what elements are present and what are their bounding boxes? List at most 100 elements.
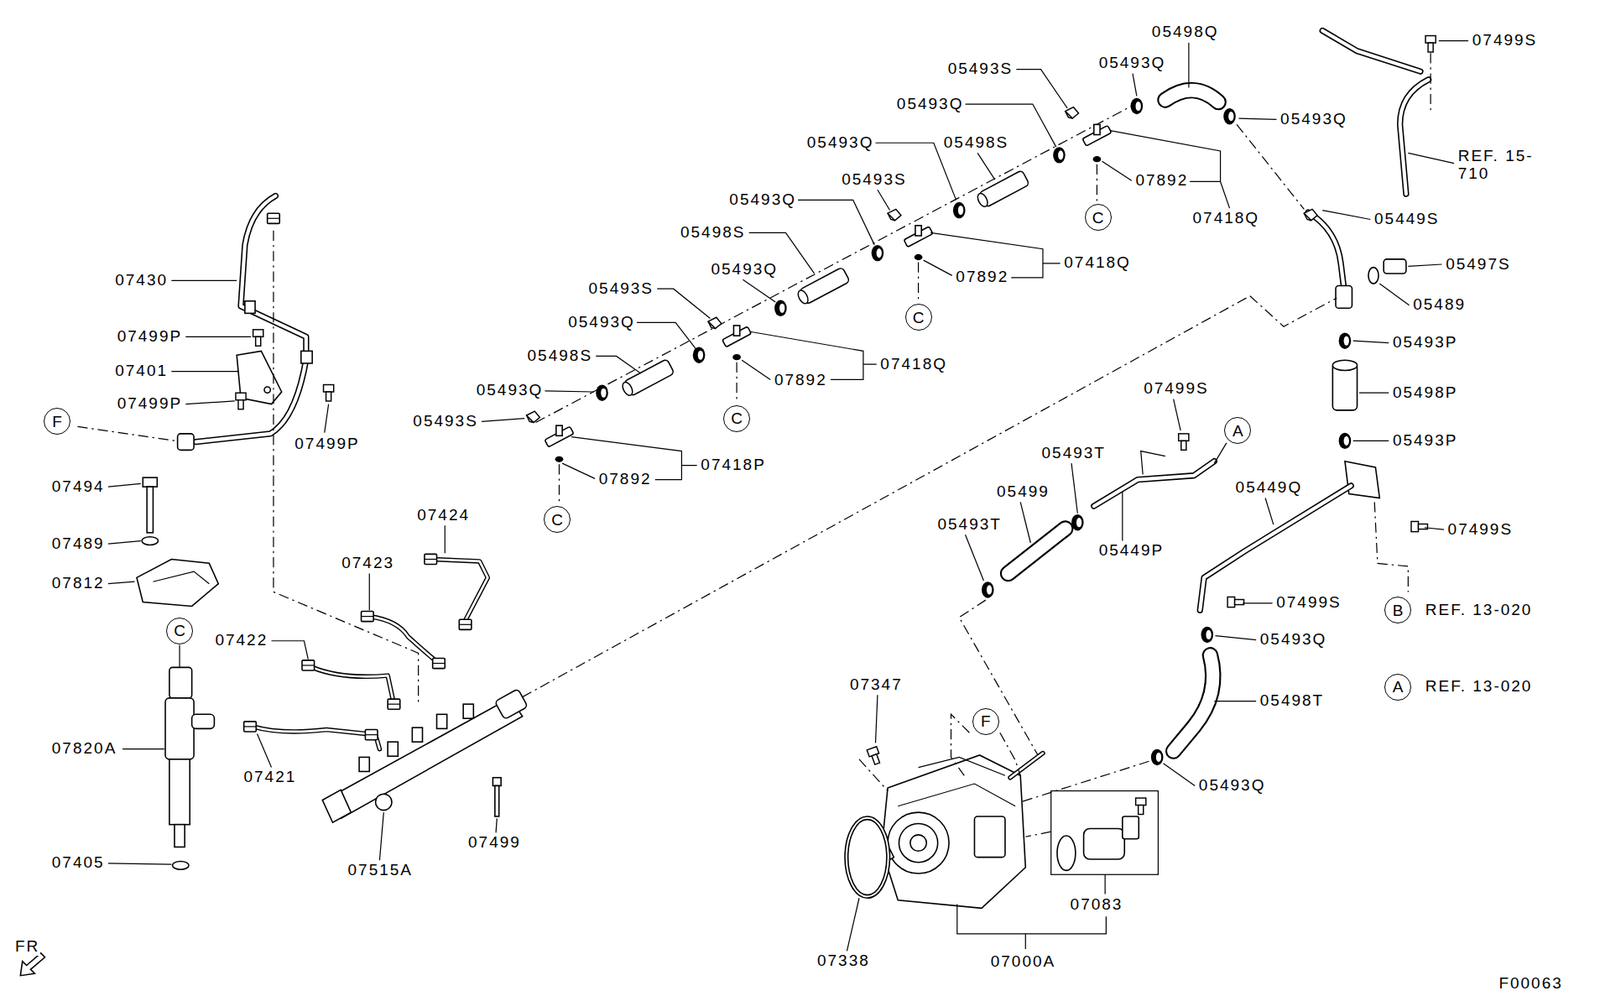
reference-circle: F <box>43 407 71 435</box>
part-number: 05493T <box>1041 444 1107 463</box>
injector-assembly <box>77 196 418 871</box>
common-rail <box>458 619 472 630</box>
hose-chain <box>914 254 923 261</box>
circle-letter: C <box>173 622 186 639</box>
injector-assembly <box>136 558 219 606</box>
hose-chain <box>526 90 1305 505</box>
leader-lines <box>108 863 172 865</box>
part-number: 05449P <box>1098 542 1166 560</box>
part-number: 05493S <box>947 60 1015 79</box>
return-pipes <box>1411 521 1428 532</box>
return-pipes <box>1400 79 1429 194</box>
common-rail <box>492 777 501 787</box>
supply-pump <box>1025 831 1051 837</box>
part-number: 05497S <box>1444 255 1512 274</box>
leader-lines <box>122 748 165 750</box>
hose-chain <box>1165 90 1219 103</box>
injector-assembly <box>77 426 176 441</box>
return-pipes <box>1339 332 1352 349</box>
return-pipes <box>1339 432 1352 449</box>
leader-lines <box>1214 442 1227 464</box>
return-pipes <box>1303 208 1318 220</box>
hose-chain <box>544 425 574 448</box>
part-number: 07422 <box>213 631 269 650</box>
leader-lines <box>256 733 272 767</box>
injector-assembly <box>165 698 194 760</box>
injector-assembly <box>141 536 158 546</box>
injector-assembly <box>196 196 307 443</box>
leader-lines <box>875 694 877 743</box>
reference-circle: C <box>905 303 933 331</box>
leak-pipe <box>1008 528 1066 574</box>
leader-lines <box>1379 283 1409 306</box>
hose-chain <box>796 266 850 305</box>
part-number: 05493S <box>840 171 908 189</box>
leader-lines <box>1407 152 1455 163</box>
leader-lines <box>1110 130 1230 209</box>
hose-chain <box>871 244 885 261</box>
hose-chain <box>1223 108 1236 125</box>
return-pipes <box>1173 655 1214 751</box>
leader-lines <box>656 288 710 318</box>
leader-lines <box>108 541 141 545</box>
common-rail <box>495 785 500 816</box>
hose-chain <box>1130 98 1144 115</box>
reference-circle: C <box>723 405 751 433</box>
part-number: 05493Q <box>728 191 798 209</box>
hose-chain <box>917 262 919 303</box>
hose-chain <box>1082 124 1112 146</box>
common-rail <box>312 667 394 704</box>
leader-lines <box>1162 763 1195 787</box>
leader-lines <box>741 359 771 380</box>
part-number: 07405 <box>51 854 106 872</box>
supply-pump <box>1057 835 1076 871</box>
supply-pump <box>1084 828 1126 860</box>
leak-pipe <box>958 599 1041 761</box>
part-number: 07515A <box>347 861 415 880</box>
leader-lines <box>1071 463 1078 514</box>
leader-lines <box>1020 501 1031 543</box>
part-number: 05493Q <box>709 260 779 279</box>
leader-lines <box>1407 264 1442 266</box>
leader-lines <box>1424 527 1444 530</box>
leader-lines <box>108 483 141 487</box>
part-number: 05493T <box>936 515 1002 534</box>
leader-lines <box>742 279 776 303</box>
hose-chain <box>1096 164 1098 203</box>
common-rail <box>432 558 489 621</box>
part-number: 05493Q <box>1279 110 1349 129</box>
return-pipes <box>1400 79 1429 194</box>
part-number: 05493S <box>588 280 656 298</box>
common-rail <box>312 667 394 704</box>
hose-chain <box>732 354 741 360</box>
part-number: 05493Q <box>1098 54 1168 73</box>
injector-assembly <box>169 667 193 698</box>
reference-circle: C <box>1084 203 1112 231</box>
supply-pump <box>887 812 949 874</box>
return-pipes <box>1322 30 1421 72</box>
common-rail <box>495 688 528 720</box>
part-number: 07430 <box>114 271 169 290</box>
part-number: 07418Q <box>879 355 949 374</box>
hose-chain <box>536 99 1144 423</box>
leak-pipe <box>1094 461 1215 507</box>
common-rail <box>369 616 439 664</box>
return-pipes <box>1227 596 1244 607</box>
injector-assembly <box>152 571 209 584</box>
hose-chain <box>1236 124 1304 209</box>
circle-letter: C <box>551 511 563 528</box>
common-rail <box>369 616 439 664</box>
circle-letter: C <box>1092 209 1105 226</box>
leak-pipe <box>981 581 995 598</box>
part-number: 05493Q <box>1259 630 1329 649</box>
injector-assembly <box>267 213 281 224</box>
leader-lines <box>965 534 985 581</box>
hose-chain <box>953 202 966 219</box>
common-rail <box>432 558 489 621</box>
part-number: 07347 <box>849 676 904 694</box>
injector-assembly <box>146 486 153 533</box>
supply-pump <box>859 759 888 792</box>
common-rail <box>302 660 315 671</box>
supply-pump <box>910 834 927 851</box>
